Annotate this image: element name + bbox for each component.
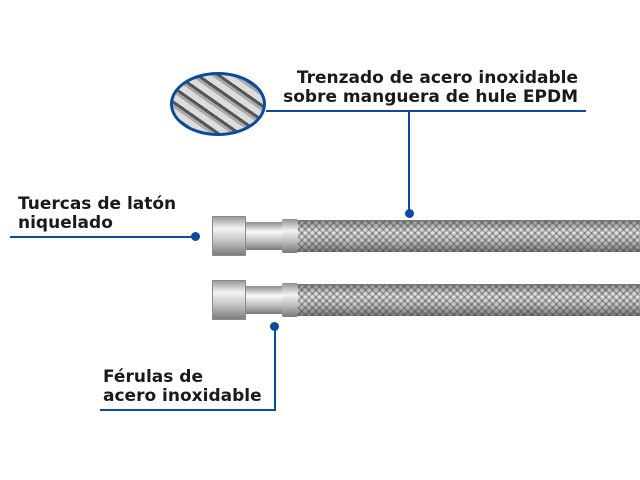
nuts-label-line1: Tuercas de latón [18, 194, 177, 214]
ferrules-label-line1: Férulas de [103, 367, 203, 387]
ferrules-label-line2: acero inoxidable [103, 386, 262, 406]
nuts-leader-dot [191, 232, 200, 241]
braid-leader-line [266, 110, 586, 112]
braided-hose [298, 284, 640, 316]
collar [282, 283, 298, 317]
nuts-label-line2: niquelado [18, 213, 113, 233]
collar [282, 219, 298, 253]
braid-closeup-image [170, 72, 266, 136]
nut [212, 280, 246, 320]
nuts-label: Tuercas de latón niquelado [18, 195, 176, 233]
braid-leader-dot [405, 209, 414, 218]
braided-hose [298, 220, 640, 252]
nuts-leader-line [10, 236, 198, 238]
ferrules-label: Férulas de acero inoxidable [103, 368, 262, 406]
nut [212, 216, 246, 256]
hose-bottom [212, 280, 640, 320]
ferrules-leader-vertical [274, 326, 276, 411]
braid-label: Trenzado de acero inoxidable sobre mangu… [283, 69, 578, 107]
braid-leader-vertical [408, 110, 410, 212]
braid-label-line2: sobre manguera de hule EPDM [283, 87, 578, 107]
hose-top [212, 216, 640, 256]
ferrules-leader-line [100, 409, 276, 411]
braid-label-line1: Trenzado de acero inoxidable [296, 68, 578, 88]
